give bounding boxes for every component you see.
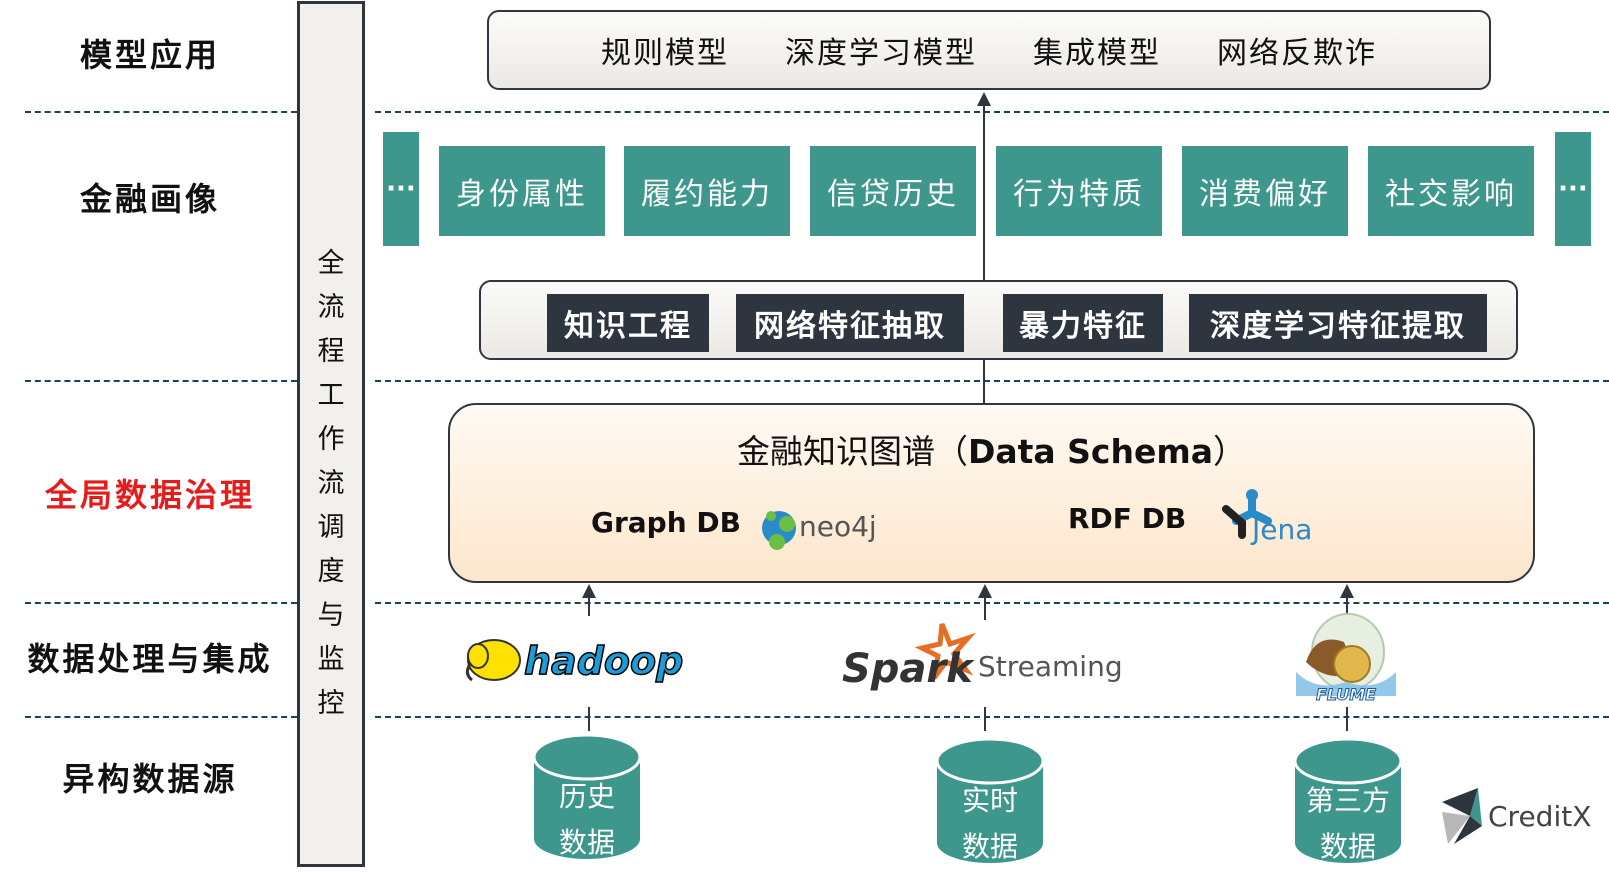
svg-text:FLUME: FLUME [1316, 685, 1376, 704]
database-icon [935, 737, 1045, 785]
layer-divider [25, 380, 297, 382]
knowledge-graph-title: 金融知识图谱（Data Schema） [448, 425, 1535, 473]
connector-line [588, 594, 590, 616]
workflow-scheduling-column: 全 流 程 工 作 流 调 度 与 监 控 [297, 1, 365, 867]
workflow-char: 度 [317, 556, 345, 587]
neo4j-logo: neo4j [757, 506, 882, 552]
feature-tag: 深度学习特征提取 [1189, 294, 1487, 352]
workflow-char: 作 [317, 424, 345, 455]
connector-line [588, 707, 590, 731]
connector-line [984, 707, 986, 731]
model-application-box: 规则模型 深度学习模型 集成模型 网络反欺诈 [487, 10, 1491, 90]
workflow-char: 流 [317, 292, 345, 323]
graph-db-label: Graph DB [591, 506, 741, 539]
connector-line [1346, 707, 1348, 731]
data-source-third-party: 第三方 数据 [1293, 737, 1403, 865]
portrait-tag: 社交影响 [1368, 146, 1534, 236]
ellipsis-right: ··· [1555, 132, 1591, 246]
data-source-label: 数据 [1319, 830, 1376, 863]
layer-divider [25, 111, 297, 113]
model-item: 集成模型 [1033, 36, 1161, 71]
arrow-up-icon [582, 584, 596, 598]
workflow-char: 监 [317, 644, 345, 675]
kg-title-close: ） [1213, 432, 1247, 471]
knowledge-graph-box [448, 403, 1535, 583]
portrait-tag: 履约能力 [624, 146, 790, 236]
flume-logo: FLUME [1286, 612, 1406, 706]
feature-tag: 知识工程 [547, 294, 709, 352]
data-source-historical: 历史 数据 [532, 733, 642, 861]
layer-divider [375, 380, 1609, 382]
jena-logo: Jena [1220, 487, 1320, 553]
connector-line [983, 360, 985, 403]
svg-text:hadoop: hadoop [524, 639, 683, 683]
workflow-char: 全 [317, 248, 345, 279]
connector-line [984, 594, 986, 620]
data-source-label: 数据 [961, 830, 1018, 863]
model-item: 深度学习模型 [785, 36, 977, 71]
data-source-label: 第三方 [1305, 784, 1390, 817]
feature-tag: 暴力特征 [1003, 294, 1163, 352]
workflow-char: 程 [317, 336, 345, 367]
workflow-char: 流 [317, 468, 345, 499]
spark-star-icon [914, 623, 976, 680]
feature-tag: 网络特征抽取 [736, 294, 964, 352]
layer-divider [375, 602, 1609, 604]
arrow-up-icon [1340, 584, 1354, 598]
workflow-char: 调 [317, 512, 345, 543]
rdf-db-label: RDF DB [1068, 502, 1187, 535]
layer-label-data-sources: 异构数据源 [62, 760, 238, 798]
svg-text:Jena: Jena [1250, 513, 1312, 546]
layer-divider [375, 716, 1609, 718]
svg-text:neo4j: neo4j [799, 510, 877, 543]
arrow-up-icon [977, 92, 991, 106]
connector-line [983, 104, 985, 280]
creditx-logo-icon [1442, 788, 1478, 816]
data-source-label: 实时 [961, 784, 1018, 817]
data-source-label: 历史 [558, 780, 615, 813]
model-item: 规则模型 [601, 36, 729, 71]
svg-text:Spark: Spark [842, 646, 975, 692]
portrait-tag: 消费偏好 [1182, 146, 1348, 236]
workflow-char: 与 [317, 600, 345, 631]
kg-title-cn: 金融知识图谱（ [736, 432, 968, 471]
creditx-logo: CreditX [1440, 786, 1609, 848]
arrow-up-icon [978, 584, 992, 598]
portrait-tag: 信贷历史 [810, 146, 976, 236]
kg-title-en: Data Schema [967, 432, 1214, 471]
hadoop-logo: hadoop [462, 630, 692, 690]
spark-streaming-logo: Spark Streaming [842, 620, 1132, 698]
portrait-tag: 行为特质 [996, 146, 1162, 236]
layer-divider [25, 602, 297, 604]
model-item: 网络反欺诈 [1217, 36, 1377, 71]
svg-text:Streaming: Streaming [978, 650, 1123, 683]
workflow-char: 工 [317, 380, 345, 411]
database-icon [532, 733, 642, 781]
flume-log-icon [1333, 645, 1371, 683]
layer-label-model-application: 模型应用 [79, 36, 220, 74]
layer-label-financial-portrait: 金融画像 [79, 180, 220, 218]
layer-label-data-governance: 全局数据治理 [44, 476, 255, 514]
database-icon [1293, 737, 1403, 785]
layer-divider [25, 716, 297, 718]
portrait-tag: 身份属性 [439, 146, 605, 236]
data-source-realtime: 实时 数据 [935, 737, 1045, 865]
layer-label-data-processing: 数据处理与集成 [27, 640, 273, 678]
layer-divider [375, 111, 1609, 113]
ellipsis-left: ··· [383, 132, 419, 246]
svg-text:CreditX: CreditX [1488, 800, 1591, 833]
data-source-label: 数据 [558, 826, 615, 859]
workflow-char: 控 [317, 688, 345, 719]
connector-line [1346, 594, 1348, 614]
